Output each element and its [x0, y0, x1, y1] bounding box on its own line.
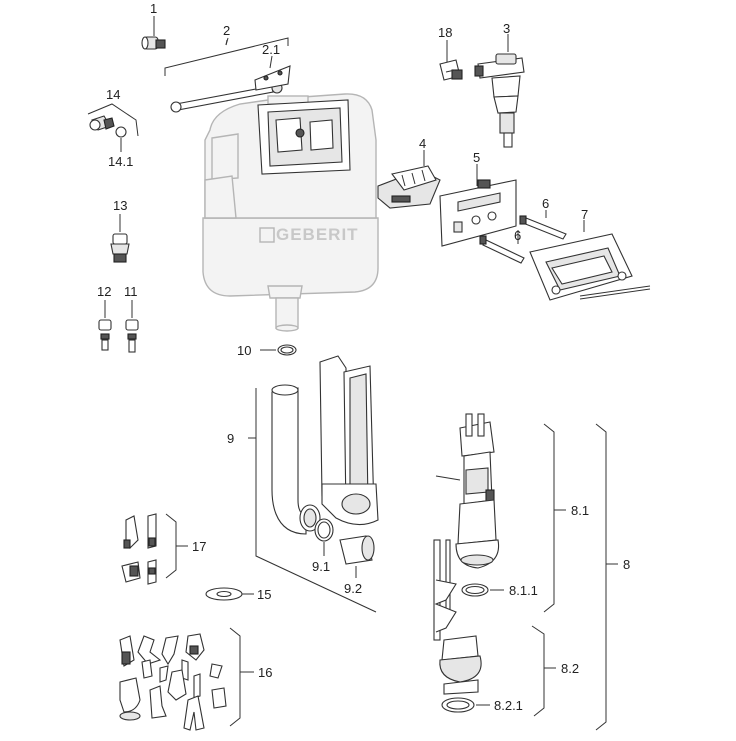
callout-2-1: 2.1 — [262, 42, 280, 57]
part-14-adapter — [87, 103, 139, 152]
callout-8-1: 8.1 — [571, 503, 589, 518]
part-6-rods — [479, 210, 567, 264]
part-9-1-seal — [314, 518, 334, 556]
part-10-seal — [260, 344, 297, 356]
callout-13: 13 — [113, 198, 127, 213]
callout-12: 12 — [97, 284, 111, 299]
callout-8-2-1: 8.2.1 — [494, 698, 523, 713]
callout-14: 14 — [106, 87, 120, 102]
cistern-brand-label: GEBERIT — [276, 225, 359, 244]
callout-6-lower: 6 — [514, 228, 521, 243]
callout-9: 9 — [227, 431, 234, 446]
part-2-hose — [164, 37, 291, 113]
callout-9-2: 9.2 — [344, 581, 362, 596]
callout-8-1-1: 8.1.1 — [509, 583, 538, 598]
callout-8: 8 — [623, 557, 630, 572]
part-4-actuator-frame — [377, 150, 441, 209]
callout-2: 2 — [223, 23, 230, 38]
callout-4: 4 — [419, 136, 426, 151]
part-11-nut — [125, 300, 139, 353]
part-18-clip — [439, 40, 463, 81]
part-7-frame — [529, 220, 651, 301]
part-13-valve — [110, 214, 130, 263]
callout-16: 16 — [258, 665, 272, 680]
callout-7: 7 — [581, 207, 588, 222]
callout-11: 11 — [124, 284, 138, 299]
part-8-2-float — [433, 539, 556, 717]
callout-18: 18 — [438, 25, 452, 40]
part-3-fill-valve — [474, 34, 525, 148]
callout-5: 5 — [473, 150, 480, 165]
part-1-fitting — [141, 16, 166, 50]
callout-3: 3 — [503, 21, 510, 36]
part-16-fittings — [119, 627, 254, 731]
callout-labels: 1 2 2.1 18 3 14 14.1 4 5 6 6 7 13 12 11 … — [97, 1, 630, 713]
callout-14-1: 14.1 — [108, 154, 133, 169]
callout-17: 17 — [192, 539, 206, 554]
part-5-plate — [439, 164, 517, 247]
callout-6-upper: 6 — [542, 196, 549, 211]
callout-10: 10 — [237, 343, 251, 358]
part-9-2-sleeve — [339, 535, 375, 578]
part-8-1-1-seal — [461, 583, 504, 597]
part-17-clips — [121, 513, 188, 585]
callout-15: 15 — [257, 587, 271, 602]
cistern-body: GEBERIT — [202, 93, 379, 332]
callout-1: 1 — [150, 1, 157, 16]
part-8-2-1-seal — [441, 697, 490, 713]
part-8-flush-valve — [435, 413, 618, 731]
part-12-nut — [98, 300, 112, 351]
part-15-washer — [205, 587, 254, 601]
part-9-flush-pipe — [248, 355, 379, 613]
callout-9-1: 9.1 — [312, 559, 330, 574]
leader-lines — [225, 39, 228, 46]
callout-8-2: 8.2 — [561, 661, 579, 676]
